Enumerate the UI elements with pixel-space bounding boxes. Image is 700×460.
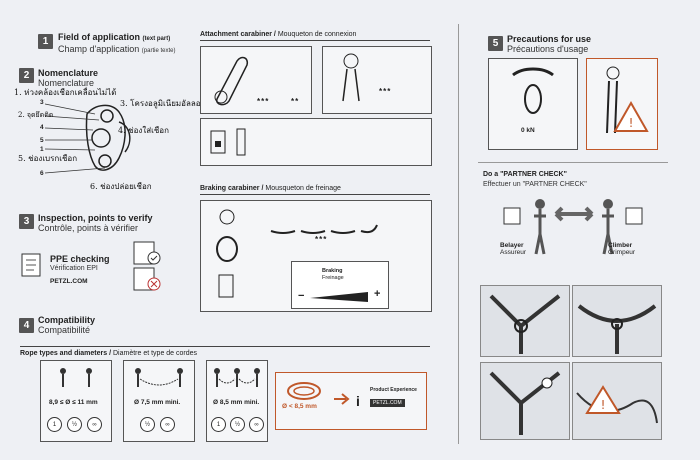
rating-stars: ** — [291, 97, 300, 106]
section-5-divider — [478, 162, 668, 163]
half-rope-icon: ½ — [67, 417, 82, 432]
rope-coil-icon — [287, 382, 321, 400]
part-5-label: 5. ช่องเบรกเชือก — [18, 154, 78, 163]
carabiner-profiles — [270, 224, 378, 234]
product-experience-label: Product Experience — [370, 387, 417, 393]
precaution-box-1: 0 kN — [488, 58, 578, 150]
two-climbers-icon — [60, 368, 92, 387]
harness-photo-1 — [480, 285, 570, 357]
svg-text:!: ! — [601, 398, 606, 412]
part-6-label: 6. ช่องปล่อยเชือก — [90, 182, 152, 191]
half-rope-icon: ½ — [230, 417, 245, 432]
twin-rope-icon: ∞ — [249, 417, 264, 432]
attach-box-1: *** ** — [200, 46, 312, 114]
half-rope-icon: ½ — [140, 417, 155, 432]
braking-box: *** Braking Freinage − + — [200, 200, 432, 312]
braking-carabiner-heading: Braking carabiner / Mousqueton de freina… — [200, 185, 341, 192]
rating-stars: *** — [257, 97, 270, 106]
braking-scale-box: Braking Freinage − + — [291, 261, 389, 309]
part-1-label: 1. ห่วงคล้องเชือกเคลื่อนไม่ได้ — [14, 88, 117, 97]
carabiner-device-illustration — [214, 56, 249, 106]
part-4-label: 4. ช่องใส่เชือก — [118, 126, 169, 135]
part-3-label: 3. โครงอลูมิเนียมอัลลอยด์ — [120, 99, 211, 108]
twin-rope-icon: ∞ — [160, 417, 175, 432]
section-2-number: 2 — [19, 68, 34, 83]
precaution-box-2: ! — [586, 58, 658, 150]
part-number-5: 5 — [40, 137, 44, 144]
section-5-number: 5 — [488, 36, 503, 51]
nomenclature-diagram — [44, 103, 131, 174]
cross-loading-warning-illustration: ! — [606, 66, 649, 134]
attach-detail-box — [200, 118, 432, 166]
rope-box-8-5: Ø 8,5 mm mini. 1 ½ ∞ — [206, 360, 268, 442]
single-rope-icon: 1 — [47, 417, 62, 432]
part-number-4: 4 — [40, 124, 44, 131]
rope-diameter-8-5: Ø 8,5 mm mini. — [213, 399, 260, 406]
partner-check-heading: Do a "PARTNER CHECK"Effectuer un "PARTNE… — [483, 171, 587, 188]
carabiner-device-illustration — [342, 53, 360, 102]
svg-text:!: ! — [629, 116, 634, 130]
rope-diameter-7-5: Ø 7,5 mm mini. — [134, 399, 181, 406]
part-number-3: 3 — [40, 99, 44, 106]
part-number-1: 1 — [40, 146, 44, 153]
braking-carabiner-illustration — [216, 209, 238, 298]
rating-stars: *** — [379, 87, 392, 96]
braking-label: Braking — [322, 268, 343, 274]
rope-divider — [20, 346, 430, 347]
braking-label-fr: Freinage — [322, 275, 344, 281]
three-climbers-rope-icon — [214, 368, 260, 387]
rope-box-7-5: Ø 7,5 mm mini. ½ ∞ — [123, 360, 195, 442]
partner-check-illustration — [503, 199, 643, 255]
column-divider — [458, 24, 459, 444]
two-climbers-rope-icon — [135, 368, 183, 387]
part-2-label: 2. จุดยึดติด — [18, 111, 54, 119]
info-icon: i — [356, 393, 360, 409]
arrow-right-icon — [334, 393, 350, 405]
section-1-title: Field of application (text part) Champ d… — [58, 32, 176, 54]
sling-carabiner-illustration — [512, 67, 554, 114]
attach-box-2: *** — [322, 46, 432, 114]
section-1-number: 1 — [38, 34, 53, 49]
thin-rope-diameter: Ø < 8,5 mm — [282, 403, 317, 410]
braking-wedge — [310, 292, 368, 302]
braking-divider — [200, 194, 430, 195]
rope-box-single: 8,9 ≤ Ø ≤ 11 mm 1 ½ ∞ — [40, 360, 112, 442]
attachment-carabiner-heading: Attachment carabiner / Mouqueton de conn… — [200, 31, 357, 38]
harness-photo-2 — [572, 285, 662, 357]
section-3-number: 3 — [19, 214, 34, 229]
attach-divider — [200, 40, 430, 41]
harness-photo-4: ! — [572, 362, 662, 440]
check-ok-nok-icons — [133, 241, 161, 291]
rope-types-heading: Rope types and diameters / Diamètre et t… — [20, 350, 198, 357]
zero-kn-label: 0 kN — [521, 127, 535, 134]
section-4-number: 4 — [19, 318, 34, 333]
part-number-6: 6 — [40, 170, 44, 177]
single-rope-icon: 1 — [211, 417, 226, 432]
thin-rope-warning-box: Ø < 8,5 mm i Product Experience PETZL.CO… — [275, 372, 427, 430]
rope-diameter-range: 8,9 ≤ Ø ≤ 11 mm — [49, 399, 98, 406]
less-braking-sign: − — [298, 290, 305, 302]
harness-photo-3 — [480, 362, 570, 440]
petzl-url: PETZL.COM — [50, 278, 88, 285]
locking-carabiner-icons — [210, 128, 246, 156]
twin-rope-icon: ∞ — [87, 417, 102, 432]
more-braking-sign: + — [374, 288, 381, 300]
petzl-link[interactable]: PETZL.COM — [370, 399, 405, 407]
ppe-checklist-icon — [21, 253, 41, 277]
rating-stars: *** — [315, 235, 328, 244]
